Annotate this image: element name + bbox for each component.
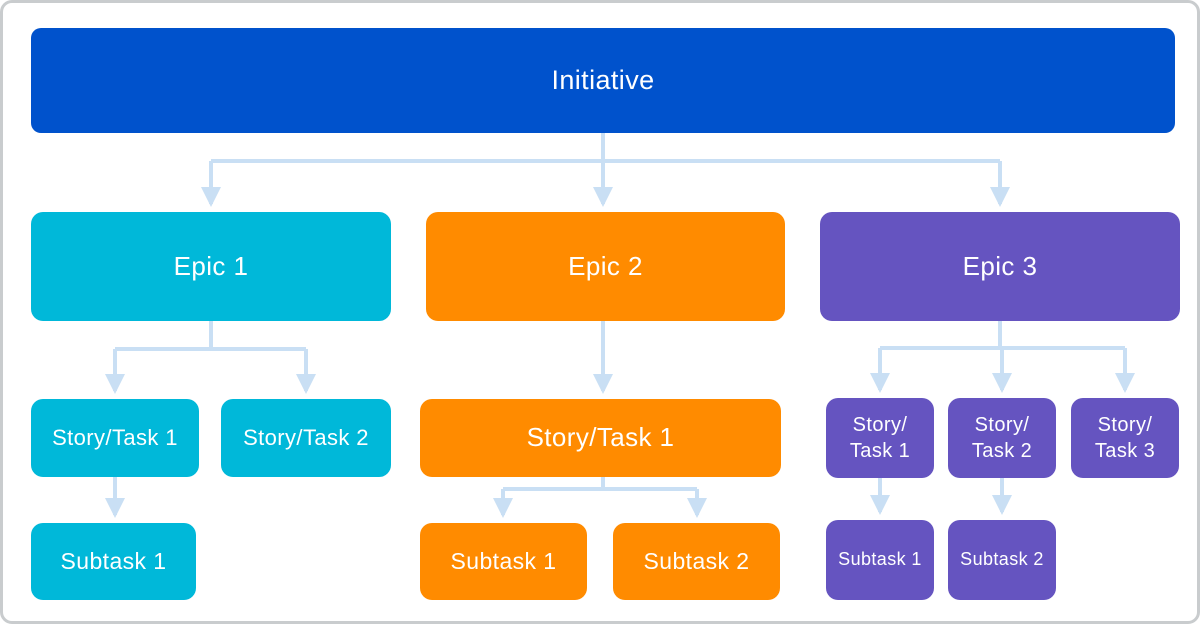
- epic2-subtask-1-node: Subtask 1: [420, 523, 587, 600]
- connector-epic2-story1-to-subtasks: [493, 477, 707, 518]
- initiative-node: Initiative: [31, 28, 1175, 133]
- epic3-story-task-2-node: Story/ Task 2: [948, 398, 1056, 478]
- epic2-story-task-1-node: Story/Task 1: [420, 399, 781, 477]
- epic2-subtask-2-node: Subtask 2: [613, 523, 780, 600]
- epic3-story-task-3-node: Story/ Task 3: [1071, 398, 1179, 478]
- epic1-story-task-2-node: Story/Task 2: [221, 399, 391, 477]
- connector-initiative-to-epics: [201, 133, 1010, 207]
- epic3-subtask-1-node: Subtask 1: [826, 520, 934, 600]
- epic-3-node: Epic 3: [820, 212, 1180, 321]
- epic-1-node: Epic 1: [31, 212, 391, 321]
- connector-epic3-stories-to-subtasks: [870, 478, 1012, 515]
- connector-epic1-to-stories: [105, 321, 316, 394]
- epic-2-node: Epic 2: [426, 212, 785, 321]
- connector-epic3-to-stories: [870, 321, 1135, 393]
- epic3-story-task-1-node: Story/ Task 1: [826, 398, 934, 478]
- epic1-story-task-1-node: Story/Task 1: [31, 399, 199, 477]
- epic1-subtask-1-node: Subtask 1: [31, 523, 196, 600]
- epic3-subtask-2-node: Subtask 2: [948, 520, 1056, 600]
